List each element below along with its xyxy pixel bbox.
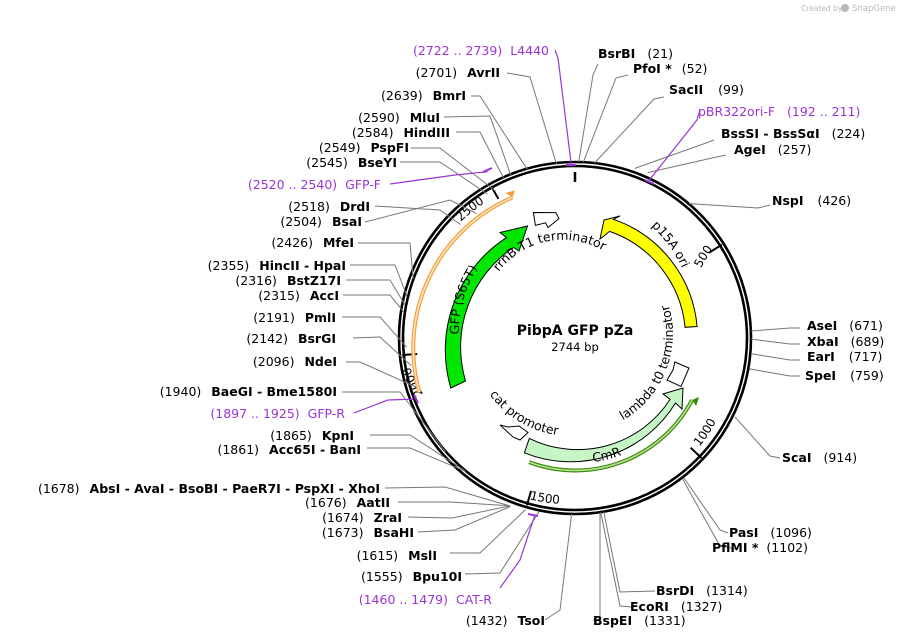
- site-bsrbi: BsrBI(21): [598, 46, 673, 61]
- primer-labels: (2722 .. 2739)L4440 pBR322ori-F(192 .. 2…: [210, 43, 860, 607]
- site-eari: EarI(717): [807, 349, 882, 364]
- site-drdi: (2518)DrdI: [288, 199, 370, 214]
- site-pasi: PasI(1096): [729, 525, 812, 540]
- site-zrai: (1674)ZraI: [322, 510, 402, 525]
- tick-label-500: 500: [691, 243, 715, 270]
- site-bmri: (2639)BmrI: [381, 88, 466, 103]
- site-pfoi: PfoI *(52): [633, 61, 707, 76]
- site-scai: ScaI(914): [782, 450, 857, 465]
- feature-label-gfp-s65t: GFP (S65T): [447, 262, 480, 335]
- tick-500: [708, 243, 723, 254]
- primer-cat-r: (1460 .. 1479)CAT-R: [359, 592, 493, 607]
- site-ecori: EcoRI(1327): [630, 599, 722, 614]
- site-baegi: (1940)BaeGI - Bme1580I: [160, 384, 337, 399]
- feature-gfp-s65t: [444, 225, 529, 389]
- site-hindiii: (2584)HindIII: [352, 125, 450, 140]
- site-bpu10i: (1555)Bpu10I: [361, 569, 462, 584]
- bp-ticks: 500 1000 1500 2000 2500: [400, 185, 723, 507]
- feature-lambda-t0-terminator: [666, 361, 690, 388]
- feature-cat-promoter: [499, 424, 529, 441]
- site-spei: SpeI(759): [805, 368, 884, 383]
- orf-gfp-arrowhead: [505, 190, 515, 198]
- primer-l4440: (2722 .. 2739)L4440: [413, 43, 549, 58]
- credit-prefix: Created by: [801, 4, 843, 13]
- primer-pbr322ori-f: pBR322ori-F(192 .. 211): [698, 104, 860, 119]
- tick-label-1500: 1500: [529, 488, 561, 506]
- site-leader-lines: [342, 63, 800, 621]
- site-tsoi: (1432)TsoI: [466, 613, 545, 628]
- site-hincii: (2355)HincII - HpaI: [208, 258, 346, 273]
- primer-marker-gfp-r: [413, 394, 419, 404]
- site-avrii: (2701)AvrII: [416, 65, 500, 80]
- site-pflmi: PflMI *(1102): [712, 540, 808, 555]
- primer-marker-gfp-f: [482, 167, 493, 173]
- tick-1500: [525, 490, 533, 506]
- primer-marker-cat-r: [527, 513, 539, 517]
- primer-gfp-r: (1897 .. 1925)GFP-R: [210, 406, 345, 421]
- site-labels: BsrBI(21) PfoI *(52) SacII(99) BssSI - B…: [38, 46, 884, 628]
- tick-1000: [689, 446, 703, 459]
- primer-gfp-f: (2520 .. 2540)GFP-F: [248, 177, 381, 192]
- site-mfei: (2426)MfeI: [271, 235, 354, 250]
- site-pmli: (2191)PmlI: [253, 310, 336, 325]
- site-msli: (1615)MslI: [357, 548, 437, 563]
- site-acc65i: (1861)Acc65I - BanI: [217, 442, 361, 457]
- plasmid-length: 2744 bp: [551, 340, 599, 354]
- site-agei: AgeI(257): [734, 142, 811, 157]
- site-bseyi: (2545)BseYI: [306, 155, 397, 170]
- snapgene-credit: Created by SnapGene: [801, 4, 896, 14]
- orf-cmr-arrowhead: [692, 397, 700, 406]
- site-bsai: (2504)BsaI: [280, 214, 362, 229]
- site-asei: AseI(671): [807, 318, 883, 333]
- site-nspi: NspI(426): [772, 193, 851, 208]
- feature-p15a-ori: [599, 215, 698, 328]
- site-sacii: SacII(99): [669, 82, 744, 97]
- site-acci: (2315)AccI: [258, 288, 339, 303]
- credit-brand: SnapGene: [852, 4, 896, 14]
- site-absi-group: (1678)AbsI - AvaI - BsoBI - PaeR7I - Psp…: [38, 481, 380, 496]
- site-bsrgi: (2142)BsrGI: [246, 331, 336, 346]
- site-bspei: BspEI(1331): [593, 613, 686, 628]
- feature-cmr: [523, 387, 684, 463]
- site-bsrdi: BsrDI(1314): [656, 583, 748, 598]
- site-pspfi: (2549)PspFI: [319, 140, 409, 155]
- site-kpni: (1865)KpnI: [270, 428, 354, 443]
- site-xbai: XbaI(689): [807, 334, 884, 349]
- primer-leader-lines: [353, 49, 701, 589]
- site-bstz17i: (2316)BstZ17I: [235, 273, 341, 288]
- feature-rrnb-t1-terminator-shape: [532, 211, 560, 229]
- site-aatii: (1676)AatII: [305, 495, 390, 510]
- primer-marker-pbr322ori-f: [644, 179, 655, 185]
- site-mlui: (2590)MluI: [358, 110, 440, 125]
- primer-markers: [413, 164, 655, 517]
- orf-arcs: [411, 190, 700, 473]
- plasmid-title: PibpA GFP pZa 2744 bp: [517, 323, 634, 354]
- plasmid-name: PibpA GFP pZa: [517, 323, 634, 339]
- site-bssSI: BssSI - BssSαI(224): [721, 126, 865, 141]
- site-bsahi: (1673)BsaHI: [322, 525, 414, 540]
- snapgene-logo-icon: [841, 4, 849, 12]
- site-ndei: (2096)NdeI: [253, 354, 337, 369]
